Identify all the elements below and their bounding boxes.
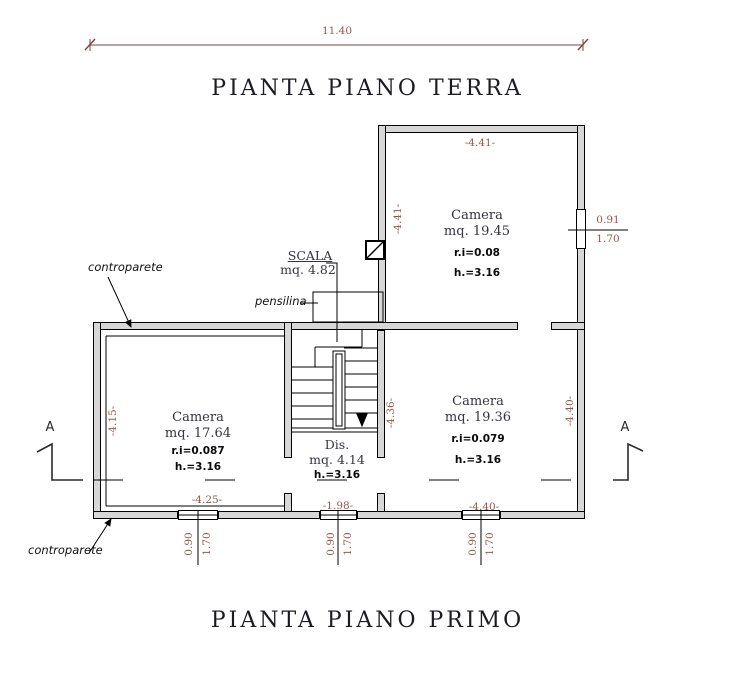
- pensilina-outline: [312, 291, 384, 323]
- dim-window3-width: 0.90: [467, 532, 479, 556]
- wall-right-lower: [577, 248, 585, 518]
- title-piano-terra: PIANTA PIANO TERRA: [211, 76, 524, 101]
- dim-window1-height: 1.70: [201, 532, 213, 556]
- room-camera-right-height: h.=3.16: [454, 454, 502, 466]
- room-camera-top-area: mq. 19.45: [443, 224, 511, 239]
- room-camera-left-height: h.=3.16: [174, 461, 222, 473]
- dim-right-room-width: -4.40-: [468, 501, 500, 513]
- wall-dis-rightroom-upper: [377, 330, 385, 458]
- overall-dimension-line: [84, 38, 589, 51]
- scala-area: mq. 4.82: [280, 262, 336, 277]
- dim-side-window-height: 1.70: [596, 233, 620, 245]
- wall-top-room-left: [378, 125, 386, 330]
- dim-window1-width: 0.90: [183, 532, 195, 556]
- room-camera-top-name: Camera: [451, 208, 503, 223]
- dim-left-room-width: -4.25-: [191, 494, 223, 506]
- room-dis-height: h.=3.16: [313, 469, 361, 481]
- room-camera-right-ri: r.i=0.079: [451, 433, 505, 445]
- wall-main-top: [93, 322, 518, 330]
- dim-side-window-width: 0.91: [596, 214, 620, 226]
- dim-window2-height: 1.70: [342, 532, 354, 556]
- controparete-label-bottom: controparete: [28, 543, 103, 557]
- room-dis-name: Dis.: [324, 437, 350, 452]
- room-camera-left-name: Camera: [172, 410, 224, 425]
- room-camera-left-ri: r.i=0.087: [171, 445, 225, 457]
- wall-leftroom-dis-upper: [284, 322, 292, 458]
- wall-bottom-4: [500, 511, 585, 519]
- dim-window2-width: 0.90: [325, 532, 337, 556]
- wall-bottom-3: [357, 511, 462, 519]
- wall-left-exterior: [93, 322, 101, 518]
- dim-stair-height: -4.36-: [385, 397, 397, 429]
- wall-bottom-2: [218, 511, 320, 519]
- section-letter-left: A: [45, 420, 55, 435]
- title-piano-primo: PIANTA PIANO PRIMO: [210, 608, 525, 633]
- wall-main-top-stub: [551, 322, 585, 330]
- controparete-leader-top: [107, 276, 132, 328]
- section-marker-right: [613, 442, 644, 481]
- dim-right-room-height: -4.40-: [564, 395, 576, 427]
- room-dis-area: mq. 4.14: [309, 452, 365, 467]
- dim-overall-width: 11.40: [321, 25, 353, 37]
- stair-down-arrow: [356, 413, 368, 428]
- room-camera-right-area: mq. 19.36: [444, 410, 512, 425]
- pensilina-label: pensilina: [255, 294, 307, 308]
- section-marker-left: [36, 442, 83, 481]
- dim-top-room-width: -4.41-: [464, 137, 496, 149]
- room-camera-left-area: mq. 17.64: [164, 426, 232, 441]
- window-right-wall: [576, 209, 586, 249]
- room-camera-top-ri: r.i=0.08: [454, 247, 500, 259]
- dim-window3-height: 1.70: [484, 532, 496, 556]
- section-letter-right: A: [620, 420, 630, 435]
- stair-lines: [292, 330, 377, 433]
- room-camera-right-name: Camera: [452, 394, 504, 409]
- dim-dis-width: -1.98-: [322, 500, 354, 512]
- room-camera-top-height: h.=3.16: [453, 267, 501, 279]
- scala-label: SCALA: [287, 248, 333, 263]
- wall-bottom-1: [93, 511, 178, 519]
- wall-top-room-top: [378, 125, 585, 133]
- wall-right-upper: [577, 125, 585, 211]
- controparete-label-top: controparete: [88, 260, 163, 274]
